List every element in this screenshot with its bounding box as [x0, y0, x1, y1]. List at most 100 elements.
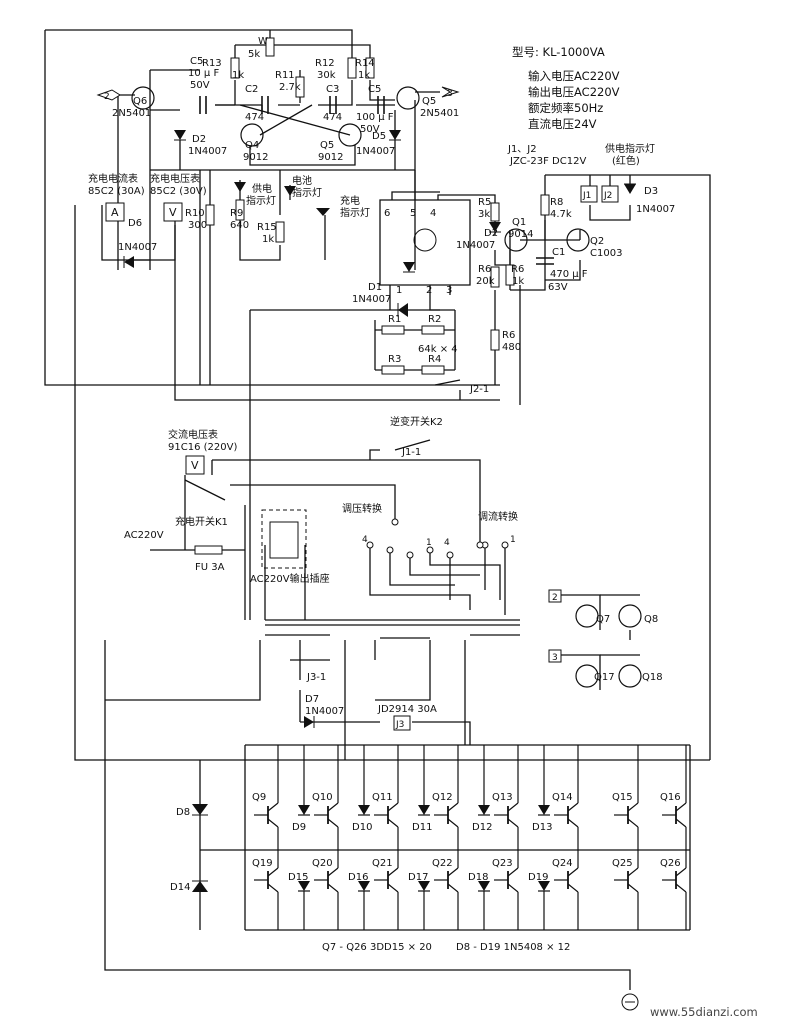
- output-transistor-bank: Q9Q19Q10Q20Q11Q21Q12Q22Q13Q23Q14Q24Q15Q2…: [252, 745, 687, 930]
- relay-j1-label: J1: [582, 191, 591, 201]
- potentiometer-symbol: [265, 37, 275, 57]
- transistor-label-top: Q11: [372, 792, 393, 803]
- label: 4: [362, 535, 368, 545]
- label: R6: [478, 264, 491, 275]
- label: 指示灯: [292, 186, 322, 199]
- relay-j2-box: [601, 185, 619, 203]
- label: 1N4007: [305, 706, 344, 717]
- label: 供电: [252, 182, 272, 195]
- label: 9012: [243, 152, 268, 163]
- label: 10 μ F: [188, 68, 219, 79]
- transistor-label-bottom: Q25: [612, 858, 633, 869]
- label: Q18: [642, 672, 663, 683]
- label: 3: [446, 285, 452, 296]
- label: 100 μ F: [356, 112, 394, 123]
- spec-line: 直流电压24V: [528, 117, 597, 131]
- label: 指示灯: [340, 206, 370, 219]
- relay-j2-label: J2: [603, 191, 612, 201]
- label: 4.7k: [550, 209, 572, 220]
- diode-label-top: D12: [472, 822, 492, 833]
- label: D2: [484, 228, 498, 239]
- label: 1N4007: [118, 242, 157, 253]
- label: J2-1: [469, 384, 489, 395]
- transistor-label-bottom: Q20: [312, 858, 333, 869]
- resistor-symbol: [381, 365, 405, 375]
- label: 85C2 (30V): [150, 186, 207, 197]
- transistor-label-bottom: Q26: [660, 858, 681, 869]
- diode-label-bottom: D17: [408, 872, 428, 883]
- transistor-label-bottom: Q22: [432, 858, 453, 869]
- label: 4: [430, 208, 436, 219]
- watermark: www.55dianzi.com: [650, 1005, 758, 1019]
- label: Q1: [512, 217, 526, 228]
- ground-icon: [621, 993, 639, 1011]
- diode-label-bottom: D15: [288, 872, 308, 883]
- label: D3: [644, 186, 658, 197]
- resistor-symbol: [347, 57, 357, 79]
- label: R10: [185, 208, 205, 219]
- relay-j1-box: [580, 185, 598, 203]
- label: 85C2 (30A): [88, 186, 145, 197]
- resistor-symbol: [275, 221, 285, 243]
- label: R8: [550, 197, 563, 208]
- label: D6: [128, 218, 142, 229]
- capacitor-symbol: [199, 96, 554, 265]
- label: 1: [396, 285, 402, 296]
- label: 充电电流表: [88, 172, 138, 185]
- label: 470 μ F: [550, 269, 588, 280]
- label: R9: [230, 208, 243, 219]
- transistor-label-top: Q14: [552, 792, 573, 803]
- label: W: [258, 36, 268, 47]
- label: 1k: [358, 70, 370, 81]
- transistor-symbols: [131, 86, 642, 688]
- label: J3-1: [306, 672, 326, 683]
- relay-model: JZC-23F DC12V: [509, 156, 586, 167]
- transistor-label-top: Q9: [252, 792, 266, 803]
- resistor-symbol: [490, 329, 500, 351]
- fuse-symbol: [194, 545, 223, 555]
- label: R6: [502, 330, 515, 341]
- resistor-symbol: [205, 204, 215, 226]
- label: 9012: [318, 152, 343, 163]
- resistor-symbol: [365, 57, 375, 79]
- label: R14: [355, 58, 375, 69]
- label: R6: [511, 264, 524, 275]
- ac-meter-symbol: V: [191, 459, 199, 472]
- transistor-label-top: Q10: [312, 792, 333, 803]
- label: R11: [275, 70, 295, 81]
- label: 1N4007: [352, 294, 391, 305]
- label: Q17: [594, 672, 615, 683]
- components: [96, 37, 642, 1011]
- charge-switch-label: 充电开关K1: [175, 515, 228, 528]
- transistor-label-top: Q12: [432, 792, 453, 803]
- resistor-symbol: [490, 202, 500, 222]
- resistor-symbol: [230, 57, 240, 79]
- label: D7: [305, 694, 319, 705]
- diode-label-top: D9: [292, 822, 306, 833]
- label: D8: [176, 807, 190, 818]
- label: 640: [230, 220, 249, 231]
- label: 交流电压表: [168, 428, 218, 441]
- transistor-label-top: Q13: [492, 792, 513, 803]
- label: Q5: [422, 96, 436, 107]
- label: 63V: [548, 282, 568, 293]
- relay-j3-label: J3: [395, 720, 404, 730]
- diode-label-top: D10: [352, 822, 372, 833]
- label: 1k: [262, 234, 274, 245]
- input-3-arrow: [441, 86, 460, 98]
- label: 1k: [512, 276, 524, 287]
- transistor-label-bottom: Q23: [492, 858, 513, 869]
- label: C5: [190, 56, 203, 67]
- label: 电池: [292, 174, 312, 187]
- label: R1: [388, 314, 401, 325]
- label: 50V: [190, 80, 210, 91]
- resistor-symbol: [421, 325, 445, 335]
- resistor-symbol: [505, 264, 515, 286]
- spec-line: 输出电压AC220V: [528, 85, 620, 99]
- label: C3: [326, 84, 339, 95]
- label: 1k: [232, 70, 244, 81]
- label: 1N4007: [356, 146, 395, 157]
- voltage-selector-label: 调压转换: [342, 502, 382, 515]
- transistor-label-bottom: Q21: [372, 858, 393, 869]
- voltage-meter-box: [163, 202, 183, 222]
